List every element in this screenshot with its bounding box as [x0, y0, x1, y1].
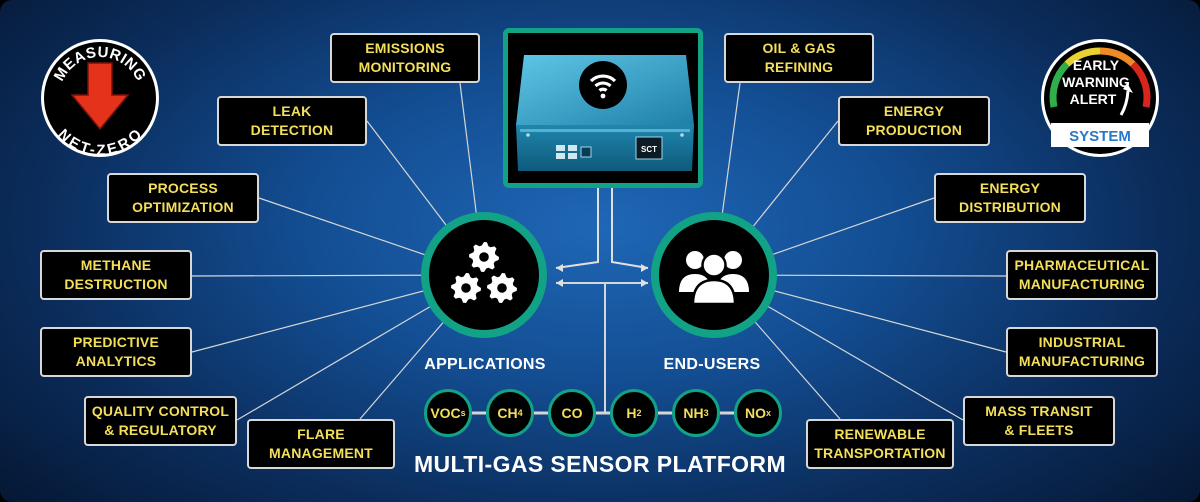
down-arrow-icon	[70, 62, 130, 131]
measuring-net-zero-badge: MEASURING NET-ZERO	[41, 39, 159, 159]
platform-title: MULTI-GAS SENSOR PLATFORM	[413, 451, 786, 477]
early-warning-alert-badge: EARLY WARNING ALERT SYSTEM	[1041, 39, 1159, 157]
box-flare-management: FLARE MANAGEMENT	[247, 419, 395, 469]
box-process-optimization: PROCESS OPTIMIZATION	[107, 173, 259, 223]
warning-text: WARNING	[1062, 74, 1130, 90]
box-pharmaceutical-manufacturing: PHARMACEUTICAL MANUFACTURING	[1006, 250, 1158, 300]
users-group-icon	[679, 251, 749, 306]
sensor-device-image: SCT	[503, 28, 703, 188]
box-industrial-manufacturing: INDUSTRIAL MANUFACTURING	[1006, 327, 1158, 377]
wifi-icon	[579, 61, 627, 109]
system-text: SYSTEM	[1069, 128, 1131, 145]
applications-label: APPLICATIONS	[424, 356, 546, 373]
device-brand-text: SCT	[641, 145, 657, 154]
end-users-hub	[651, 212, 777, 338]
box-renewable-transportation: RENEWABLE TRANSPORTATION	[806, 419, 954, 469]
up-arrow-icon	[1123, 83, 1133, 93]
box-energy-production: ENERGY PRODUCTION	[838, 96, 990, 146]
end-users-label: END-USERS	[663, 356, 761, 373]
box-oil-gas-refining: OIL & GAS REFINING	[724, 33, 874, 83]
alert-text: ALERT	[1070, 91, 1117, 107]
gears-icon	[451, 242, 517, 303]
applications-hub	[421, 212, 547, 338]
box-energy-distribution: ENERGY DISTRIBUTION	[934, 173, 1086, 223]
box-methane-destruction: METHANE DESTRUCTION	[40, 250, 192, 300]
box-mass-transit: MASS TRANSIT & FLEETS	[963, 396, 1115, 446]
box-leak-detection: LEAK DETECTION	[217, 96, 367, 146]
box-quality-control: QUALITY CONTROL & REGULATORY	[84, 396, 237, 446]
early-text: EARLY	[1073, 57, 1120, 73]
box-predictive-analytics: PREDICTIVE ANALYTICS	[40, 327, 192, 377]
box-emissions-monitoring: EMISSIONS MONITORING	[330, 33, 480, 83]
gas-co: CO	[548, 389, 596, 437]
